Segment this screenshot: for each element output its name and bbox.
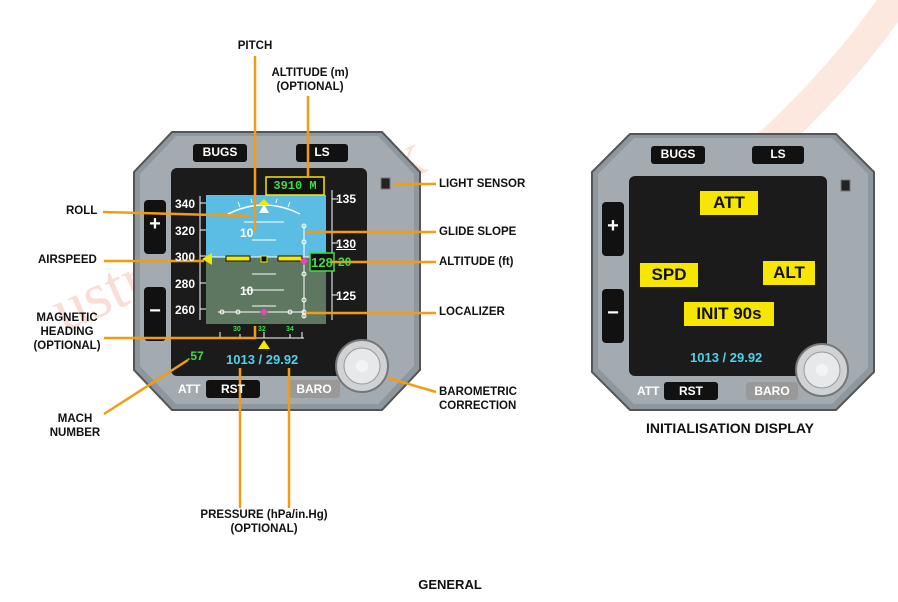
att-label: ATT — [178, 382, 201, 396]
altitude-m-readout: 3910 M — [273, 179, 317, 193]
callout-altitude-ft: ALTITUDE (ft) — [439, 256, 514, 268]
callout-mach-line1: MACH — [57, 413, 93, 425]
init-caption: INITIALISATION DISPLAY — [645, 420, 814, 436]
airspeed-tick-320: 320 — [175, 224, 196, 238]
left-instrument — [133, 131, 421, 411]
altitude-tick-125: 125 — [336, 289, 357, 303]
airspeed-tick-260: 260 — [175, 303, 196, 317]
init-rst-button[interactable]: RST — [679, 384, 703, 398]
mach-readout: .57 — [187, 349, 204, 363]
airspeed-pointer — [202, 253, 212, 265]
altitude-m-box — [265, 176, 325, 196]
callout-altitude-m-line2: (OPTIONAL) — [276, 81, 344, 93]
airspeed-tick-280: 280 — [175, 277, 196, 291]
callout-mach-line2: NUMBER — [49, 427, 101, 439]
pitch-label-down: 10 — [240, 284, 254, 298]
minus-button-shape — [144, 287, 166, 341]
callout-airspeed: AIRSPEED — [38, 254, 97, 266]
heading-tick-30: 30 — [233, 326, 241, 333]
right-instrument — [591, 133, 875, 411]
init-plus-button[interactable]: + — [607, 215, 619, 237]
init-flag: INIT 90s — [684, 302, 774, 326]
altitude-tick-130: 130 — [336, 237, 357, 251]
callout-baro-line2: CORRECTION — [439, 400, 517, 412]
heading-tick-34: 34 — [286, 326, 294, 333]
airspeed-tick-300: 300 — [175, 250, 196, 264]
bugs-button[interactable]: BUGS — [202, 145, 238, 159]
callout-lines — [102, 56, 437, 508]
callout-glide-slope: GLIDE SLOPE — [439, 226, 517, 238]
init-bugs-button[interactable]: BUGS — [660, 147, 696, 161]
init-minus-button[interactable]: − — [607, 302, 619, 324]
altitude-readout-small: 20 — [338, 255, 352, 269]
plus-button[interactable]: + — [149, 213, 161, 235]
footer-title: GENERAL — [418, 577, 482, 592]
callout-magnetic-line2: HEADING — [40, 326, 94, 338]
localizer-pointer — [260, 308, 268, 316]
init-att-label: ATT — [637, 384, 660, 398]
callout-altitude-m-line1: ALTITUDE (m) — [271, 67, 349, 79]
att-flag: ATT — [700, 191, 758, 215]
callout-pressure-line1: PRESSURE (hPa/in.Hg) — [200, 509, 328, 521]
spd-flag: SPD — [640, 263, 698, 287]
glide-slope-pointer — [300, 257, 308, 265]
callout-baro-line1: BAROMETRIC — [439, 386, 517, 398]
callout-magnetic-line3: (OPTIONAL) — [33, 340, 101, 352]
altitude-readout: 128 — [311, 255, 333, 270]
airspeed-tick-340: 340 — [175, 197, 196, 211]
init-ls-button[interactable]: LS — [770, 147, 786, 161]
init-pressure-readout: 1013 / 29.92 — [690, 350, 763, 365]
roll-pointer — [259, 204, 269, 213]
callout-pressure-line2: (OPTIONAL) — [230, 523, 298, 535]
callout-pitch: PITCH — [237, 40, 273, 52]
altitude-tick-135: 135 — [336, 192, 357, 206]
baro-button[interactable]: BARO — [296, 382, 332, 396]
ls-button[interactable]: LS — [314, 145, 330, 159]
pitch-label-up: 10 — [240, 226, 254, 240]
callout-light-sensor: LIGHT SENSOR — [439, 178, 526, 190]
callout-roll: ROLL — [66, 205, 98, 217]
alt-flag: ALT — [763, 261, 815, 285]
heading-pointer — [258, 340, 270, 349]
roll-index — [258, 199, 270, 205]
pressure-readout: 1013 / 29.92 — [226, 352, 299, 367]
callout-magnetic-line1: MAGNETIC — [36, 312, 98, 324]
callout-localizer: LOCALIZER — [439, 306, 505, 318]
heading-tick-32: 32 — [258, 326, 266, 333]
init-baro-button[interactable]: BARO — [754, 384, 790, 398]
right-screen — [629, 176, 827, 376]
rst-button[interactable]: RST — [221, 382, 245, 396]
minus-button[interactable]: − — [149, 300, 161, 322]
